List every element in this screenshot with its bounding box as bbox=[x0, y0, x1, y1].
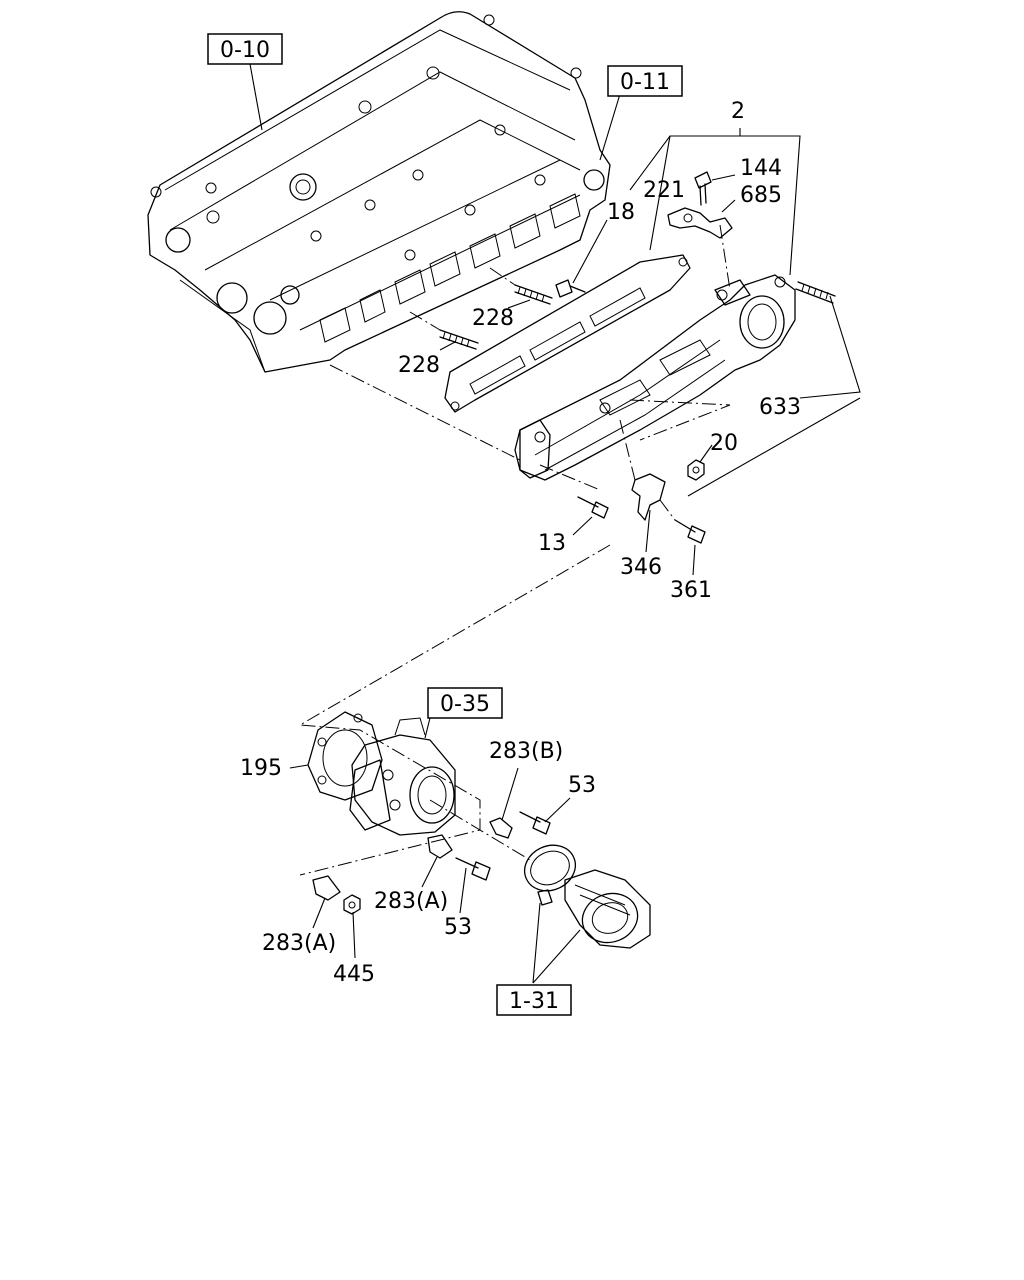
bolt-144 bbox=[694, 171, 712, 206]
stud-228-upper bbox=[514, 284, 553, 305]
intake-manifold bbox=[514, 274, 796, 481]
part-label-283b: 283(B) bbox=[489, 739, 563, 764]
bolt-13 bbox=[577, 496, 609, 519]
part-label-195: 195 bbox=[240, 756, 282, 781]
part-label-53-upper: 53 bbox=[568, 773, 596, 798]
nut-20 bbox=[687, 459, 705, 481]
ref-box-0-35 bbox=[427, 687, 503, 719]
part-label-228-upper: 228 bbox=[472, 306, 514, 331]
bolt-53-lower bbox=[455, 857, 491, 881]
stud-228-lower bbox=[439, 329, 479, 350]
part-label-53-lower: 53 bbox=[444, 915, 472, 940]
bushing-283b bbox=[489, 817, 513, 839]
bolt-18 bbox=[555, 279, 586, 298]
manifold-gasket bbox=[444, 254, 691, 413]
leader-lines-upper bbox=[439, 128, 861, 576]
alignment-line-hose bbox=[429, 799, 531, 861]
hose-clamp bbox=[524, 844, 576, 906]
ref-box-1-31 bbox=[496, 984, 572, 1016]
ref-label-0-35: 0-35 bbox=[440, 692, 490, 717]
ref-box-0-11 bbox=[607, 65, 683, 97]
part-label-633: 633 bbox=[759, 395, 801, 420]
bracket-346 bbox=[631, 473, 666, 521]
bushing-283a-lower bbox=[312, 875, 341, 901]
leader-lines-lower bbox=[289, 764, 581, 984]
alignment-lines-upper bbox=[329, 224, 731, 521]
part-label-18: 18 bbox=[607, 200, 635, 225]
part-label-144: 144 bbox=[740, 156, 782, 181]
bolt-53-upper bbox=[519, 811, 551, 835]
throttle-body bbox=[349, 717, 456, 836]
part-labels: 2 144 221 685 18 228 228 633 20 13 346 3… bbox=[240, 99, 801, 987]
stud-633 bbox=[795, 281, 836, 304]
cylinder-head bbox=[147, 11, 611, 373]
part-label-221: 221 bbox=[643, 178, 685, 203]
part-label-361: 361 bbox=[670, 578, 712, 603]
throttle-body-gasket-195 bbox=[307, 711, 383, 801]
ref-label-1-31: 1-31 bbox=[509, 989, 559, 1014]
bracket-685 bbox=[667, 207, 733, 239]
part-label-685: 685 bbox=[740, 183, 782, 208]
ref-label-0-11: 0-11 bbox=[620, 70, 670, 95]
part-label-445: 445 bbox=[333, 962, 375, 987]
part-label-283a-middle: 283(A) bbox=[374, 889, 448, 914]
alignment-line-throttle bbox=[298, 544, 611, 876]
air-hose bbox=[564, 869, 651, 949]
part-label-13: 13 bbox=[538, 531, 566, 556]
nut-445 bbox=[343, 894, 361, 915]
part-label-20: 20 bbox=[710, 431, 738, 456]
part-label-228-lower: 228 bbox=[398, 353, 440, 378]
ref-label-0-10: 0-10 bbox=[220, 38, 270, 63]
part-label-283a-lower: 283(A) bbox=[262, 931, 336, 956]
bushing-283a-middle bbox=[427, 834, 453, 859]
part-label-2: 2 bbox=[731, 99, 745, 124]
ref-box-0-10 bbox=[207, 33, 283, 65]
part-label-346: 346 bbox=[620, 555, 662, 580]
bolt-361 bbox=[674, 519, 706, 544]
